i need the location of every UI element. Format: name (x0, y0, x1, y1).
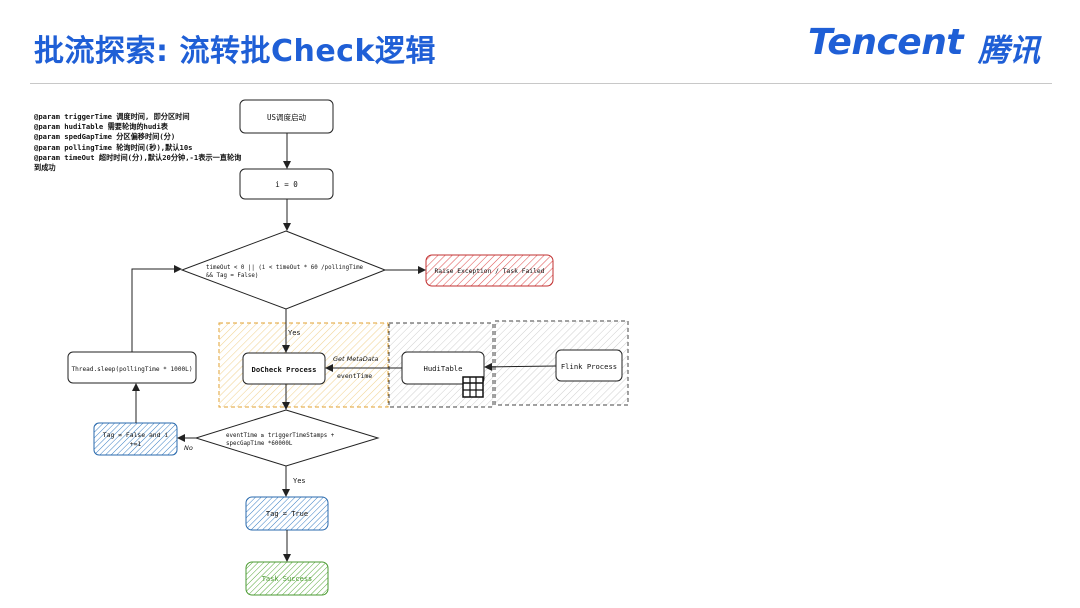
success-node (245, 561, 329, 596)
header-divider (30, 83, 1052, 84)
flink-node (555, 349, 623, 382)
sleep-label: Thread.sleep(pollingTime * 1000L) (71, 366, 192, 373)
param-line: @param hudiTable 需要轮询的hudi表 (34, 122, 168, 132)
tag-false-line-2: +=1 (130, 440, 142, 448)
yes-label-2: Yes (293, 477, 306, 485)
arrow-sleep-to-loop (131, 265, 182, 352)
param-notes: @param triggerTime 调度时间, 即分区时间 @param hu… (34, 112, 244, 173)
no-label: No (184, 444, 193, 452)
param-line: @param triggerTime 调度时间, 即分区时间 (34, 112, 190, 121)
param-line: @param pollingTime 轮询时间(秒),默认10s (34, 142, 193, 152)
success-label: Task Success (262, 575, 313, 583)
tag-true-label: Tag = True (266, 510, 308, 518)
arrow-flink-to-hudi (484, 362, 557, 371)
table-grid-icon (462, 376, 484, 398)
param-line: @param spedGapTime 分区偏移时间(分) (34, 132, 176, 142)
raise-exception-label: Raise Exception / Task Failed (435, 268, 545, 275)
flink-label: Flink Process (561, 362, 617, 371)
tag-false-line-1: Tag = False and i (103, 431, 169, 439)
param-line: @param timeOut 超时时间(分),默认20分钟,-1表示一直轮询到成… (34, 152, 242, 173)
yes-label-1: Yes (288, 329, 301, 337)
tencent-logo: Tencent 腾讯 (808, 22, 1048, 69)
loop-decision-line-2: && Tag = False) (206, 273, 258, 279)
slide-title: 批流探索: 流转批Check逻辑 (34, 34, 436, 69)
logo-cjk-text: 腾讯 (978, 33, 1040, 69)
start-node-label: US调度启动 (267, 112, 307, 122)
tag-false-node (93, 422, 178, 456)
init-node-label: i = 0 (275, 180, 298, 189)
logo-latin-text: Tencent (808, 22, 964, 63)
get-metadata-label: Get MetaData (333, 355, 378, 363)
check-decision-line-2: specGapTime *60000L (226, 441, 293, 447)
event-time-label: eventTime (337, 372, 372, 380)
loop-decision-line-1: timeOut < 0 || (i < timeOut * 60 /pollin… (206, 265, 364, 271)
check-decision-line-1: eventTime ≥ triggerTimeStamps + (226, 433, 335, 439)
hudi-table-label: HudiTable (424, 364, 463, 373)
raise-exception-node (425, 254, 554, 287)
docheck-label: DoCheck Process (252, 365, 317, 374)
